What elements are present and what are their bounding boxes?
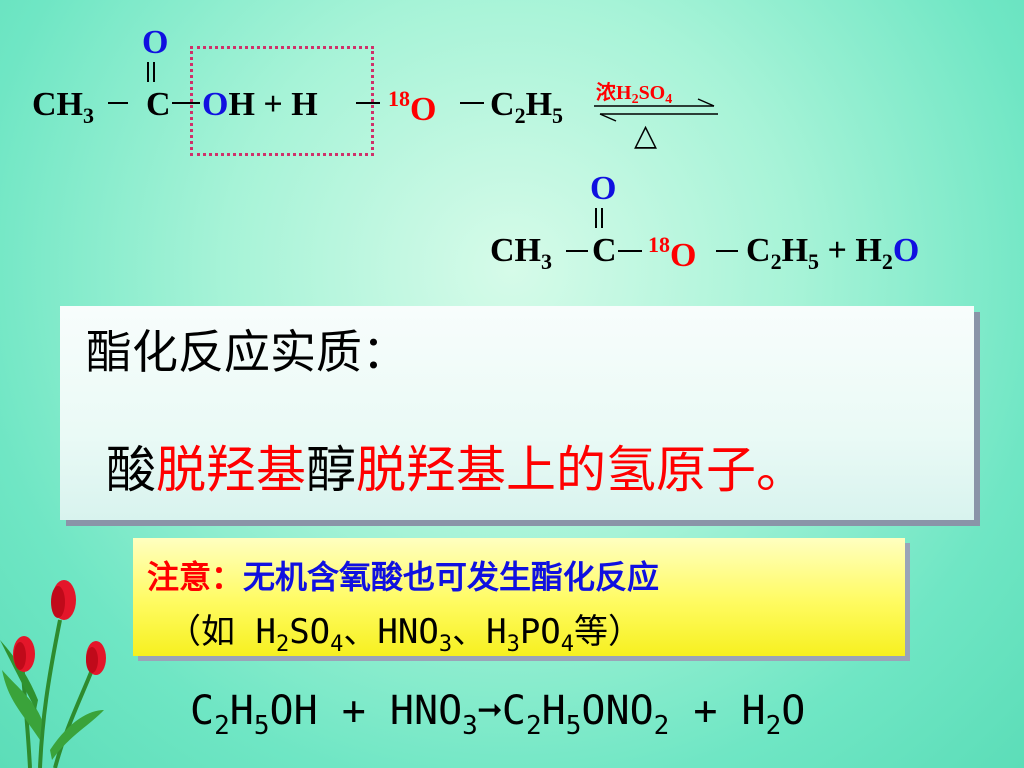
highlight-box: [190, 46, 374, 156]
single-bond: [356, 102, 380, 104]
methyl-group: CH3: [32, 86, 94, 128]
reversible-arrow-icon: [594, 98, 718, 122]
carbon-atom: C: [146, 86, 171, 123]
ethyl-group: C2H5: [490, 86, 564, 128]
acid-label: 酸: [106, 441, 156, 499]
hydroxyl: OH + H: [202, 86, 318, 123]
single-bond: [716, 250, 738, 252]
arrow-icon: ➞: [477, 688, 502, 734]
double-bond: [595, 208, 603, 228]
isotope-oxygen: 18O: [388, 86, 437, 128]
essence-panel: 酯化反应实质： 酸脱羟基醇脱羟基上的氢原子。: [60, 306, 974, 520]
carbon-atom: C: [592, 232, 617, 269]
tulip-flowers-icon: [0, 580, 106, 768]
ester-products: C2H5 + H2O: [746, 232, 920, 274]
heat-icon: △: [634, 118, 658, 153]
note-box: 注意：无机含氧酸也可发生酯化反应 （如 H2SO4、HNO3、H3PO4等）: [133, 538, 905, 657]
panel-body: 酸脱羟基醇脱羟基上的氢原子。: [106, 430, 806, 502]
panel-title: 酯化反应实质：: [86, 325, 408, 379]
alcohol-action: 脱羟基上的氢原子。: [356, 441, 806, 499]
single-bond: [618, 250, 642, 252]
carbonyl-oxygen: O: [142, 24, 169, 61]
acid-action: 脱羟基: [156, 441, 306, 499]
alcohol-label: 醇: [306, 441, 356, 499]
methyl-group: CH3: [490, 232, 552, 274]
note-text: 无机含氧酸也可发生酯化反应: [243, 558, 660, 596]
final-equation: C2H5OH + HNO3➞C2H5ONO2 + H2O: [190, 688, 806, 741]
carbonyl-oxygen: O: [590, 170, 617, 207]
single-bond: [566, 250, 588, 252]
note-label: 注意：: [147, 558, 244, 596]
single-bond: [108, 102, 128, 104]
single-bond: [460, 102, 484, 104]
double-bond: [147, 62, 155, 82]
note-line-2: （如 H2SO4、HNO3、H3PO4等）: [167, 612, 643, 657]
catalyst-label: 浓H2SO4: [596, 82, 673, 107]
note-line-1: 注意：无机含氧酸也可发生酯化反应: [147, 552, 659, 598]
isotope-oxygen: 18O: [648, 232, 697, 274]
single-bond: [172, 102, 200, 104]
